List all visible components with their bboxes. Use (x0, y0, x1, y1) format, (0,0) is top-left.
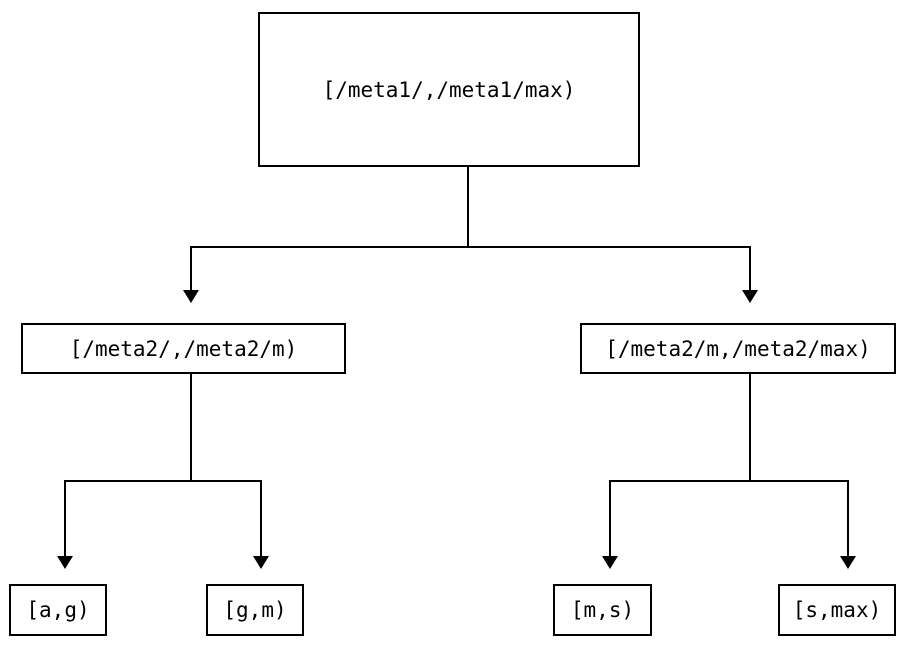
arrowhead-mid-left-to-leaf2-icon (253, 556, 269, 569)
edge-mid-left-to-leaf2-drop (260, 480, 262, 558)
arrowhead-root-to-mid-left-icon (183, 290, 199, 303)
tree-node-leaf-4[interactable]: [s,max) (778, 584, 896, 636)
edge-root-stem (467, 167, 469, 247)
arrowhead-mid-left-to-leaf1-icon (57, 556, 73, 569)
arrowhead-mid-right-to-leaf4-icon (840, 556, 856, 569)
edge-root-to-mid-left-drop (190, 246, 192, 292)
edge-mid-left-to-leaf1-drop (64, 480, 66, 558)
tree-node-leaf-1[interactable]: [a,g) (9, 584, 107, 636)
edge-mid-left-crossbar (64, 480, 262, 482)
arrowhead-mid-right-to-leaf3-icon (602, 556, 618, 569)
tree-node-leaf-3[interactable]: [m,s) (553, 584, 652, 636)
edge-mid-right-stem (749, 374, 751, 482)
tree-node-mid-right[interactable]: [/meta2/m,/meta2/max) (580, 323, 896, 374)
tree-node-mid-left[interactable]: [/meta2/,/meta2/m) (21, 323, 346, 374)
edge-root-to-mid-right-drop (749, 246, 751, 292)
edge-root-crossbar (190, 246, 751, 248)
edge-mid-left-stem (190, 374, 192, 482)
arrowhead-root-to-mid-right-icon (742, 290, 758, 303)
edge-mid-right-to-leaf3-drop (609, 480, 611, 558)
edge-mid-right-crossbar (609, 480, 849, 482)
tree-node-leaf-2[interactable]: [g,m) (206, 584, 304, 636)
edge-mid-right-to-leaf4-drop (847, 480, 849, 558)
tree-node-root[interactable]: [/meta1/,/meta1/max) (258, 12, 640, 167)
